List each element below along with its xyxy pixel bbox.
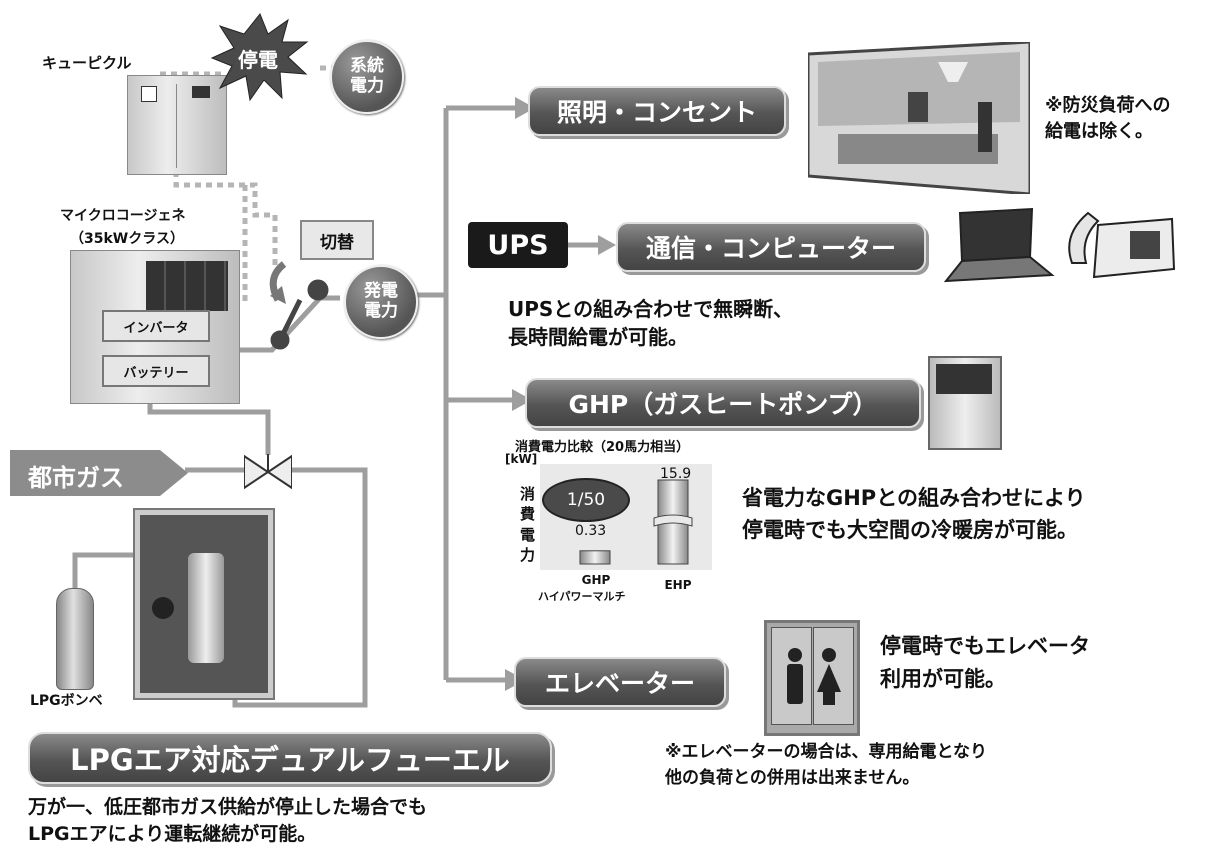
ups-note-line1: UPSとの組み合わせで無瞬断、 [508, 297, 794, 321]
chart-category-ghp: GHP [581, 573, 611, 587]
lighting-note-line1: ※防災負荷への [1045, 95, 1171, 116]
comm-computer-box: 通信・コンピューター [616, 222, 926, 272]
valve-icon [244, 454, 292, 490]
chart-ratio-ellipse: 1/50 [542, 478, 630, 522]
lpg-note-line1: 万が一、低圧都市ガス供給が停止した場合でも [28, 796, 428, 818]
cubicle-indicator-icon [141, 86, 157, 102]
lpg-air-unit [133, 508, 275, 700]
elevator-people-icon [787, 648, 841, 705]
battery-tag: バッテリー [102, 355, 210, 387]
grid-power-line2: 電力 [350, 76, 384, 96]
elevator-door-icon [764, 620, 860, 736]
chart-ylabel: 消費電力 [520, 485, 536, 564]
generated-power-circle: 発電電力 [344, 265, 418, 339]
chart-unit: [kW] [505, 452, 538, 466]
cubicle-meter-icon [192, 86, 210, 98]
lighting-note-line2: 給電は除く。 [1045, 121, 1153, 142]
ghp-box: GHP（ガスヒートポンプ） [525, 378, 921, 428]
cubicle-cabinet [127, 75, 227, 175]
office-room-illustration [808, 42, 1030, 194]
elevator-box: エレベーター [514, 657, 726, 707]
lpg-dual-fuel-title: LPGエア対応デュアルフューエル [28, 732, 552, 784]
ghp-note-line2: 停電時でも大空間の冷暖房が可能。 [742, 518, 1078, 542]
chart-svg [579, 479, 693, 565]
microcogen-vent-icon [146, 261, 228, 311]
switch-curved-arrow-icon [269, 261, 287, 304]
elevator-note-line2: 利用が可能。 [880, 667, 1006, 691]
grid-power-circle: 系統電力 [330, 40, 404, 114]
telephone-icon [1068, 211, 1176, 279]
chart-value-label-ehp: 15.9 [660, 466, 692, 482]
lpg-regulator-icon [152, 597, 174, 619]
ups-badge: UPS [468, 222, 568, 268]
lpg-cylinder-icon [56, 588, 94, 690]
switch-label: 切替 [300, 220, 374, 260]
chart-category-ghp-sub: ハイパワーマルチ [538, 590, 626, 603]
city-gas-label: 都市ガス [28, 464, 124, 492]
cubicle-label: キューピクル [42, 54, 132, 72]
chart-title: 消費電力比較（20馬力相当） [515, 440, 690, 455]
lpg-tank-icon [188, 553, 224, 663]
chart-value-label-ghp: 0.33 [575, 523, 607, 539]
ups-note-line2: 長時間給電が可能。 [508, 325, 688, 349]
microcogen-subtitle: （35kWクラス） [70, 231, 184, 247]
chart-bar-ghp [579, 550, 611, 565]
outage-burst-icon [210, 13, 309, 102]
city-gas-arrow [10, 450, 188, 496]
chart-axis-break-icon [653, 514, 693, 527]
lpg-note-line2: LPGエアにより運転継続が可能。 [28, 823, 317, 845]
grid-power-line1: 系統 [350, 56, 384, 77]
generated-power-line1: 発電 [364, 281, 398, 302]
laptop-icon [943, 207, 1055, 283]
generated-power-line2: 電力 [364, 301, 398, 321]
ghp-unit-icon [928, 356, 1002, 450]
lighting-outlet-box: 照明・コンセント [528, 86, 786, 136]
ghp-note-line1: 省電力なGHPとの組み合わせにより [742, 486, 1086, 510]
microcogen-title: マイクロコージェネ [60, 208, 186, 224]
chart-category-ehp: EHP [664, 578, 692, 592]
lpg-cylinder-label: LPGボンベ [30, 693, 103, 709]
outage-label: 停電 [238, 48, 278, 72]
elevator-footnote-line2: 他の負荷との併用は出来ません。 [665, 768, 920, 788]
elevator-footnote-line1: ※エレベーターの場合は、専用給電となり [665, 742, 988, 762]
elevator-note-line1: 停電時でもエレベータ [880, 634, 1090, 658]
inverter-tag: インバータ [102, 310, 210, 342]
